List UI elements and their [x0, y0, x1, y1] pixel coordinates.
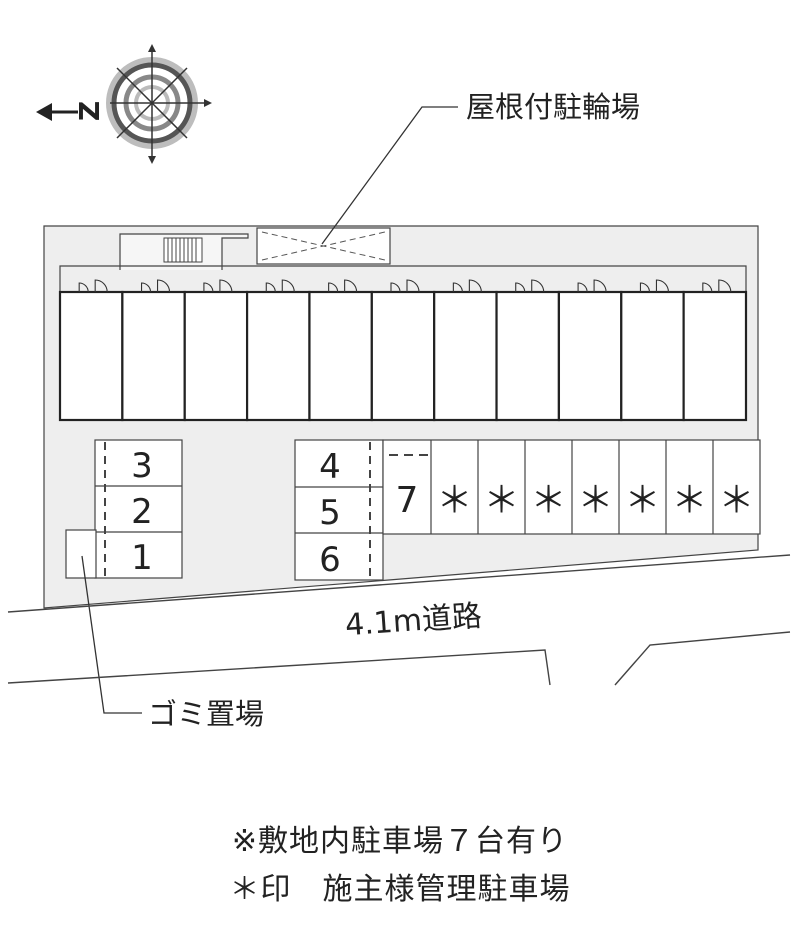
door-icon [328, 279, 358, 293]
garbage-area [65, 529, 97, 579]
apartment-unit [495, 290, 561, 422]
door-icon [78, 279, 108, 293]
road [7, 554, 791, 686]
bicycle-leader-line [321, 106, 458, 245]
parking-space-5: 5 [319, 493, 341, 533]
compass-rose-icon [36, 44, 212, 164]
apartment-unit [620, 290, 685, 422]
parking-space-2: 2 [131, 492, 153, 532]
owner-parking-space: ＊ [530, 480, 566, 521]
parking-space-4: 4 [319, 447, 341, 487]
apartment-unit [370, 290, 436, 422]
stairs [119, 233, 249, 270]
apartment-unit [58, 290, 124, 422]
garbage-leader-line [81, 555, 142, 714]
parking-left-stack: 3 2 1 [94, 439, 183, 579]
parking-row: 7 ＊ ＊ ＊ ＊ ＊ ＊ ＊ [382, 439, 761, 535]
door-icon [390, 279, 420, 293]
parking-middle-stack: 4 5 6 [294, 439, 384, 581]
door-icon [639, 279, 670, 293]
apartment-unit [183, 290, 249, 422]
apartment-unit [557, 290, 623, 422]
apartment-unit [121, 290, 186, 422]
bicycle-parking-label: 屋根付駐輪場 [466, 90, 640, 124]
door-icon [265, 279, 295, 293]
owner-parking-space: ＊ [483, 480, 519, 521]
door-icon [702, 279, 732, 293]
note-line-1: ※敷地内駐車場７台有り [231, 824, 569, 859]
owner-parking-space: ＊ [577, 480, 613, 521]
apartment-unit [308, 290, 373, 422]
apartment-unit [433, 290, 498, 422]
owner-parking-space: ＊ [436, 480, 472, 521]
bicycle-parking [256, 227, 391, 265]
apartment-unit [682, 290, 748, 422]
parking-space-6: 6 [319, 540, 341, 580]
owner-parking-space: ＊ [624, 480, 660, 521]
door-icon [577, 279, 607, 293]
door-icon [140, 279, 171, 293]
parking-space-7: 7 [396, 480, 419, 521]
note-line-2: ＊印 施主様管理駐車場 [229, 872, 571, 907]
owner-parking-space: ＊ [718, 480, 754, 521]
parking-space-3: 3 [131, 446, 153, 486]
door-icon [452, 279, 482, 293]
garbage-label: ゴミ置場 [148, 697, 264, 731]
compass-north-letter: Z [73, 101, 106, 121]
owner-parking-space: ＊ [671, 480, 707, 521]
door-icon [203, 279, 233, 293]
apartment-unit [245, 290, 311, 422]
corridor-outline [59, 265, 747, 292]
parking-space-1: 1 [131, 538, 153, 578]
road-label: 4.1m道路 [344, 599, 483, 643]
apartment-building [58, 265, 748, 422]
door-icon [515, 279, 545, 293]
